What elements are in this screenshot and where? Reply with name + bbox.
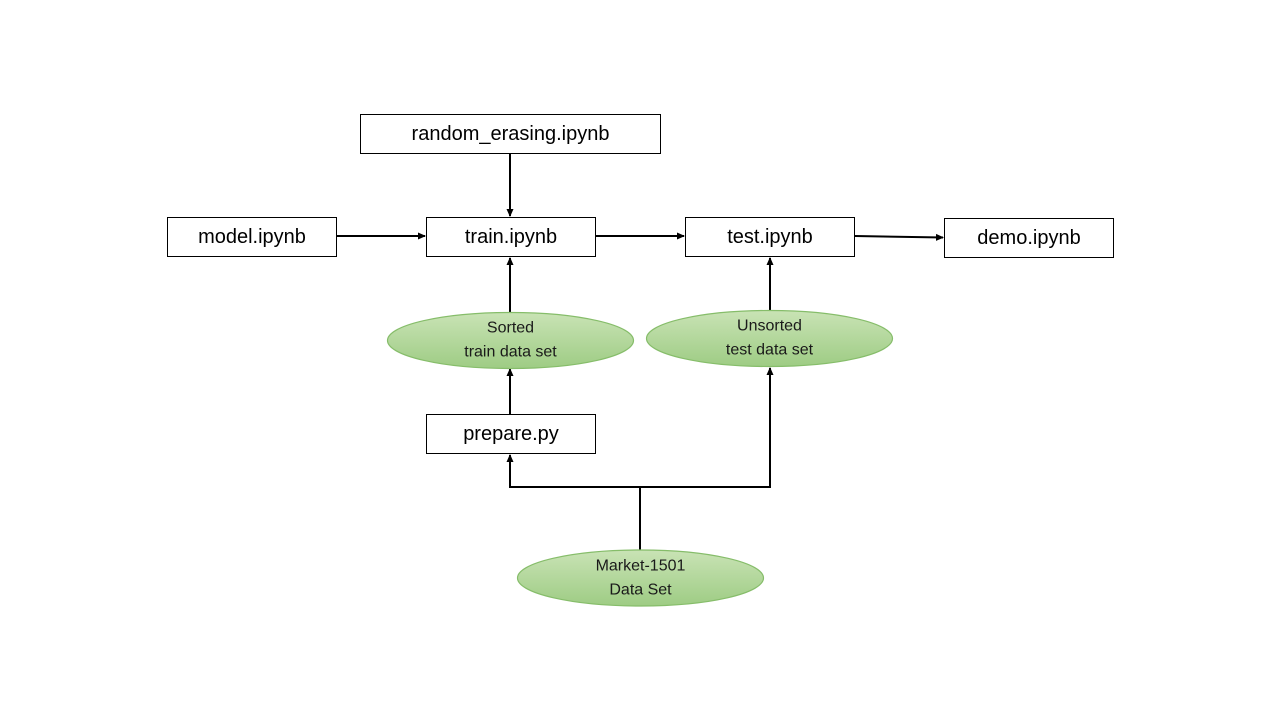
node-prepare[interactable]: prepare.py [426,414,596,454]
node-sorted-train-line2: train data set [464,344,557,361]
node-random-erasing[interactable]: random_erasing.ipynb [360,114,661,154]
node-unsorted-test-line1: Unsorted [737,318,802,335]
node-sorted-train-line1: Sorted [487,320,534,337]
node-test-label: test.ipynb [727,226,813,248]
node-market-1501-data-set[interactable]: Market-1501 Data Set [516,549,765,607]
node-random-erasing-label: random_erasing.ipynb [412,123,610,145]
node-unsorted-test-data-set[interactable]: Unsorted test data set [645,309,894,368]
edge-test-to-demo [854,233,944,241]
node-demo-label: demo.ipynb [977,227,1080,249]
node-train[interactable]: train.ipynb [426,217,596,257]
node-sorted-train-data-set[interactable]: Sorted train data set [386,311,635,370]
node-model-label: model.ipynb [198,226,306,248]
edge-market-to-prepare [506,454,640,488]
node-test[interactable]: test.ipynb [685,217,855,257]
node-model[interactable]: model.ipynb [167,217,337,257]
node-market-line2: Data Set [609,582,672,599]
node-unsorted-test-line2: test data set [726,342,814,359]
connectors [337,154,944,550]
node-market-line1: Market-1501 [596,558,686,575]
node-prepare-label: prepare.py [463,423,559,445]
edge-market-to-unsorted-test [640,367,774,488]
node-demo[interactable]: demo.ipynb [944,218,1114,258]
node-train-label: train.ipynb [465,226,557,248]
